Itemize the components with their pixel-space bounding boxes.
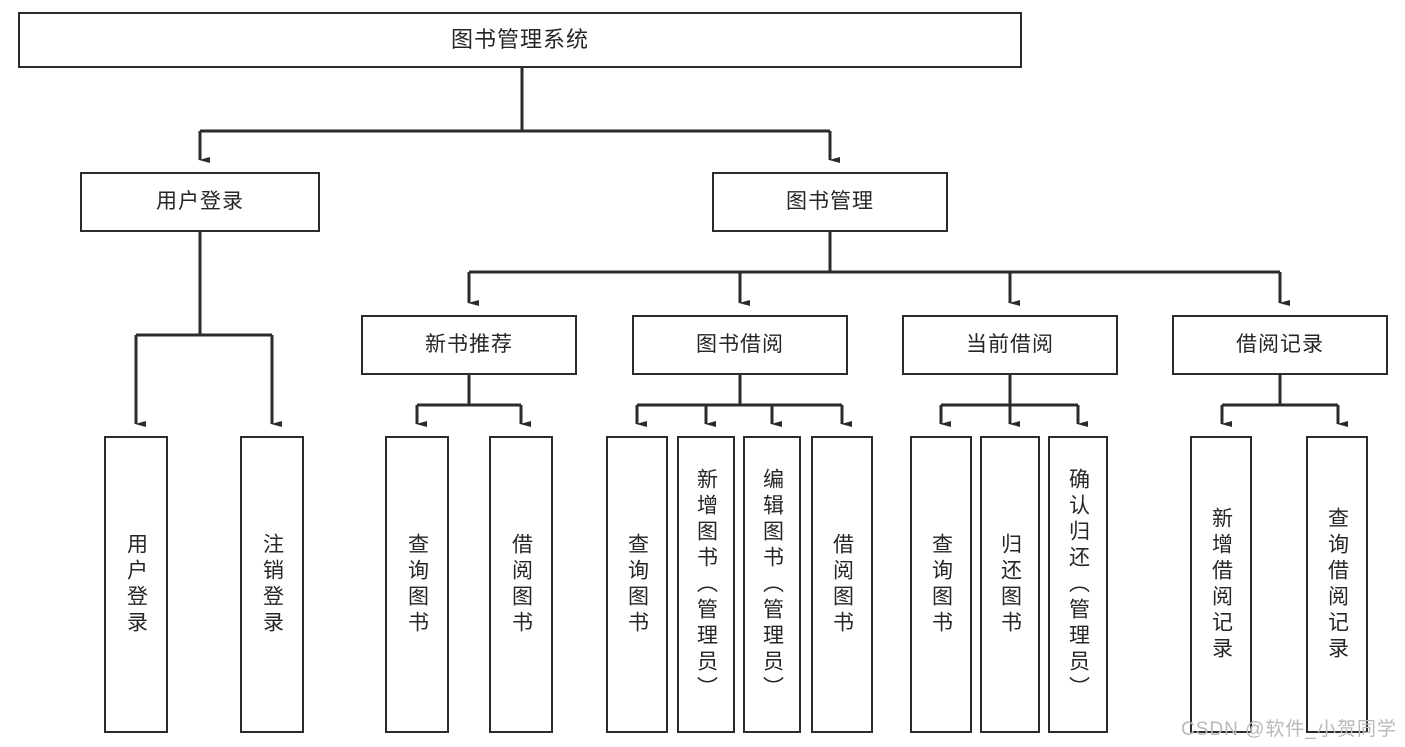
node-book-management[interactable]: 图书管理	[712, 172, 948, 232]
node-leaf-confirm-return-admin[interactable]: 确认归还（管理员）	[1048, 436, 1108, 733]
node-label: 用户登录	[124, 532, 148, 637]
node-book-borrowing[interactable]: 图书借阅	[632, 315, 848, 375]
node-leaf-logout[interactable]: 注销登录	[240, 436, 304, 733]
node-leaf-return-book[interactable]: 归还图书	[980, 436, 1040, 733]
node-label: 借阅记录	[1236, 333, 1324, 357]
node-leaf-query-book-borrow[interactable]: 查询图书	[606, 436, 668, 733]
node-label: 归还图书	[998, 532, 1022, 637]
node-label: 当前借阅	[966, 333, 1054, 357]
node-leaf-query-book-recommend[interactable]: 查询图书	[385, 436, 449, 733]
node-leaf-user-login[interactable]: 用户登录	[104, 436, 168, 733]
node-leaf-edit-book-admin[interactable]: 编辑图书（管理员）	[743, 436, 801, 733]
node-label: 确认归还（管理员）	[1066, 467, 1090, 702]
node-label: 用户登录	[156, 190, 244, 214]
node-label: 新书推荐	[425, 333, 513, 357]
node-user-login[interactable]: 用户登录	[80, 172, 320, 232]
node-label: 图书管理系统	[450, 26, 589, 52]
node-leaf-add-book-admin[interactable]: 新增图书（管理员）	[677, 436, 735, 733]
node-label: 借阅图书	[509, 532, 533, 637]
node-label: 图书借阅	[696, 333, 784, 357]
node-new-book-recommendation[interactable]: 新书推荐	[361, 315, 577, 375]
node-current-borrowing[interactable]: 当前借阅	[902, 315, 1118, 375]
node-label: 查询图书	[625, 532, 649, 637]
node-label: 新增借阅记录	[1209, 506, 1233, 663]
node-borrowing-record[interactable]: 借阅记录	[1172, 315, 1388, 375]
node-leaf-add-borrowing-record[interactable]: 新增借阅记录	[1190, 436, 1252, 733]
node-label: 图书管理	[786, 190, 874, 214]
node-leaf-query-book-current[interactable]: 查询图书	[910, 436, 972, 733]
node-label: 查询借阅记录	[1325, 506, 1349, 663]
node-label: 新增图书（管理员）	[694, 467, 718, 702]
watermark: CSDN @软件_小贺同学	[1181, 719, 1397, 740]
node-label: 查询图书	[929, 532, 953, 637]
node-leaf-query-borrowing-record[interactable]: 查询借阅记录	[1306, 436, 1368, 733]
node-label: 借阅图书	[830, 532, 854, 637]
node-leaf-borrow-book-recommend[interactable]: 借阅图书	[489, 436, 553, 733]
node-label: 注销登录	[260, 532, 284, 637]
node-leaf-borrow-book[interactable]: 借阅图书	[811, 436, 873, 733]
node-label: 查询图书	[405, 532, 429, 637]
node-root-book-management-system[interactable]: 图书管理系统	[18, 12, 1022, 68]
node-label: 编辑图书（管理员）	[760, 467, 784, 702]
